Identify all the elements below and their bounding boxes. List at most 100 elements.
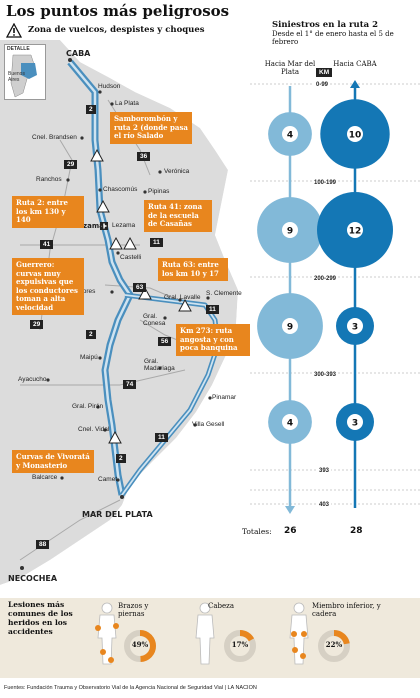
route-tag: 74: [123, 380, 137, 389]
route-tag: 36: [137, 152, 151, 161]
warning-triangle-icon: [178, 298, 192, 312]
dot-la-plata: [110, 102, 114, 106]
route-tag: 56: [158, 337, 172, 346]
warning-triangle-icon: [123, 236, 137, 250]
place-caba: CABA: [66, 49, 91, 58]
place-necochea: NECOCHEA: [8, 574, 58, 583]
route-tag: 29: [64, 160, 78, 169]
segment-label: 0-99: [314, 82, 331, 88]
warning-triangle-icon: [109, 236, 123, 250]
bubble-value-label: 4: [287, 131, 293, 141]
road-74: [20, 369, 186, 386]
dot-necochea: [20, 566, 24, 570]
dot-maipu: [98, 356, 102, 360]
bubble-value-label: 4: [287, 419, 293, 429]
route-tag: 63: [133, 283, 147, 292]
footer-sources: Fuentes: Fundación Trauma y Observatorio…: [4, 685, 257, 691]
dot-mdp: [120, 495, 124, 499]
bubble-value-bg: [282, 126, 298, 142]
chart-header: Siniestros en la ruta 2 Desde el 1° de e…: [272, 20, 414, 46]
place-gral-lavalle: Gral. Lavalle: [164, 294, 201, 301]
segment-label: 403: [317, 502, 332, 508]
segment-label: 100-199: [312, 180, 339, 186]
dot-pinamar: [208, 396, 212, 400]
warning-triangle-icon: [108, 430, 122, 444]
place-gral-conesa: Gral. Conesa: [143, 313, 166, 327]
bubble-value-bg: [282, 222, 298, 238]
route-tag: 2: [116, 454, 126, 463]
route-tag: 2: [86, 105, 96, 114]
warning-triangle-icon: [90, 148, 104, 162]
place-villa-gesell: Villa Gesell: [192, 421, 225, 428]
injury-item-2: Cabeza 17%: [190, 600, 290, 670]
bubble-value-label: 3: [352, 323, 358, 333]
bubble-value-bg: [347, 318, 363, 334]
dot-conesa: [163, 316, 167, 320]
donut-chart: [224, 630, 256, 662]
chart-title: Siniestros en la ruta 2: [272, 20, 378, 30]
warning-triangle-icon: [6, 22, 22, 38]
injuries-heading: Lesiones más comunes de los heridos en l…: [8, 600, 73, 636]
dot-caba: [68, 58, 72, 62]
dot-lavalle: [178, 298, 182, 302]
total-hacia-mdp: 26: [284, 526, 297, 536]
dot-castelli: [116, 251, 120, 255]
total-hacia-caba: 28: [350, 526, 363, 536]
bubble-value-label: 9: [287, 227, 293, 237]
dot-madariaga: [158, 366, 162, 370]
direction-arrow-icon: [285, 506, 295, 514]
injury-value: 17%: [231, 640, 249, 649]
place-ayacucho: Ayacucho: [18, 376, 47, 383]
body-figure-icon: [195, 602, 215, 665]
route-tag: 41: [40, 240, 54, 249]
place-ranchos: Ranchos: [36, 176, 62, 183]
bubble-value-bg: [282, 318, 298, 334]
bubble-value-bg: [347, 414, 363, 430]
injury-item-3: Miembro inferior, y cadera 22%: [282, 600, 412, 670]
column-a-header: Hacia Mar del Plata: [264, 60, 316, 76]
callout-ruta-2: Ruta 2: entre los km 130 y 140: [12, 196, 84, 228]
km-header: KM: [316, 68, 333, 77]
segment-label: 300-393: [312, 372, 339, 378]
callout-ruta-63: Ruta 63: entre los km 10 y 17: [158, 258, 228, 281]
injury-label: Cabeza: [208, 602, 235, 610]
warning-markers: [90, 148, 192, 444]
place-pinamar: Pinamar: [212, 394, 237, 401]
bubble-value-label: 9: [287, 323, 293, 333]
donut-chart: [124, 630, 156, 662]
legend: Zona de vuelcos, despistes y choques: [6, 22, 205, 38]
dot-pipinas: [143, 190, 147, 194]
place-cnel-vidal: Cnel. Vidal: [78, 426, 110, 433]
totals-label: Totales:: [242, 527, 272, 536]
callout-vivorata: Curvas de Vivoratá y Monasterio: [12, 450, 94, 473]
body-figure-icon: [289, 602, 309, 665]
dot-gesell: [193, 423, 197, 427]
warning-triangle-icon: [96, 199, 110, 213]
inset-map: DETALLE Buenos Aires: [4, 44, 46, 100]
place-pipinas: Pipinas: [148, 188, 170, 195]
donut-fill: [318, 630, 350, 662]
inset-area: Buenos Aires: [8, 71, 25, 83]
bubble-value-label: 3: [352, 419, 358, 429]
place-lezama: Lezama: [112, 222, 136, 229]
callout-guerrero: Guerrero: curvas muy expulsivas que los …: [12, 258, 84, 315]
donut-chart: [318, 630, 350, 662]
page-title: Los puntos más peligrosos: [6, 2, 230, 20]
dot-chascomus: [98, 188, 102, 192]
route-tag: 11: [150, 238, 163, 247]
body-figure-icon: [95, 602, 119, 665]
segment-label: 393: [317, 468, 332, 474]
place-s-clemente: S. Clemente: [206, 290, 242, 297]
place-chascomus: Chascomús: [103, 186, 138, 193]
dot-ranchos: [66, 178, 70, 182]
dot-brandsen: [80, 136, 84, 140]
legend-label: Zona de vuelcos, despistes y choques: [28, 25, 205, 35]
place-balcarce: Balcarce: [32, 474, 58, 481]
route-tag: 11: [155, 433, 168, 442]
inset-shape: [10, 54, 37, 98]
route-tag: 2: [86, 330, 96, 339]
injury-value: 49%: [131, 640, 149, 649]
injury-label: Brazos y piernas: [118, 602, 149, 618]
dot-ayacucho: [46, 378, 50, 382]
